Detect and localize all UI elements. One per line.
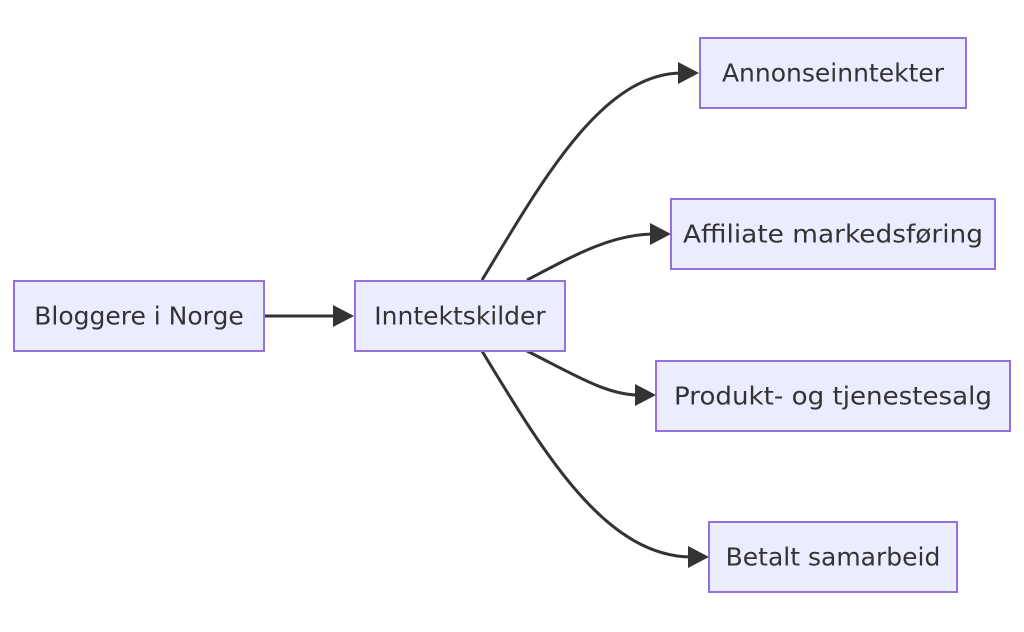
node-label: Betalt samarbeid (726, 543, 941, 572)
edge-hub-to-sales (526, 349, 638, 397)
node-label: Produkt- og tjenestesalg (674, 382, 992, 411)
arrowhead-hub-to-affiliate (650, 223, 671, 245)
node-annonseinntekter[interactable]: Annonseinntekter (699, 37, 967, 109)
node-betalt-samarbeid[interactable]: Betalt samarbeid (708, 521, 958, 593)
edge-hub-to-ads (480, 71, 681, 281)
node-affiliate-markedsforing[interactable]: Affiliate markedsføring (670, 198, 996, 270)
edge-hub-to-sponsored (480, 350, 691, 559)
node-inntektskilder[interactable]: Inntektskilder (354, 280, 566, 352)
node-bloggere-i-norge[interactable]: Bloggere i Norge (13, 280, 265, 352)
edges (265, 62, 709, 568)
edge-hub-to-affiliate (526, 232, 653, 282)
arrowhead-hub-to-ads (678, 62, 699, 84)
node-label: Annonseinntekter (722, 59, 945, 88)
node-label: Bloggere i Norge (34, 302, 244, 331)
node-label: Inntektskilder (374, 302, 546, 331)
node-label: Affiliate markedsføring (683, 220, 983, 249)
node-produkt-og-tjenestesalg[interactable]: Produkt- og tjenestesalg (655, 360, 1011, 432)
arrowhead-hub-to-sponsored (688, 546, 709, 568)
arrowhead-source-to-hub (333, 305, 354, 327)
arrowhead-hub-to-sales (635, 384, 656, 406)
